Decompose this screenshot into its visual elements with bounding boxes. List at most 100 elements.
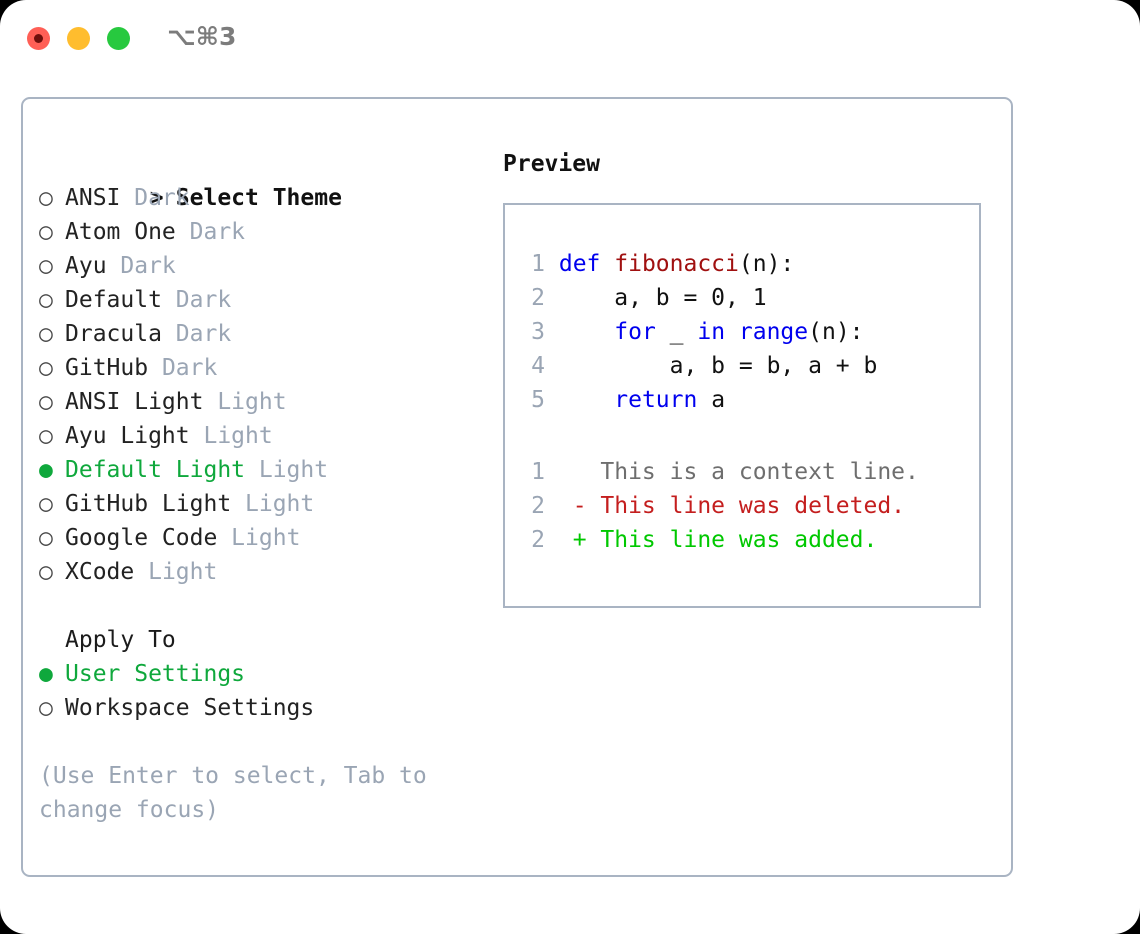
theme-list-item[interactable]: ○ Ayu Light Light xyxy=(39,419,479,453)
page-title: Select Theme xyxy=(175,185,342,211)
line-number: 4 xyxy=(531,353,545,379)
radio-unselected-icon: ○ xyxy=(39,287,53,313)
theme-name: Ayu Light xyxy=(65,423,190,449)
line-number: 5 xyxy=(531,387,545,413)
radio-unselected-icon: ○ xyxy=(39,185,53,211)
theme-category: Light xyxy=(231,491,315,517)
theme-category: Dark xyxy=(148,355,218,381)
theme-list-item[interactable]: ○ Atom One Dark xyxy=(39,215,479,249)
code-token xyxy=(559,387,614,413)
diff-text: - This line was deleted. xyxy=(545,493,906,519)
theme-name: XCode xyxy=(65,559,135,585)
code-line: 3 for _ in range(n): xyxy=(517,315,967,349)
line-number: 2 xyxy=(531,527,545,553)
diff-text: This is a context line. xyxy=(545,459,919,485)
theme-list-header: >Select Theme xyxy=(39,147,479,211)
code-token: (n): xyxy=(808,319,864,345)
theme-list[interactable]: ○ ANSI Dark ○ Atom One Dark ○ Ayu Dark ○ Defaul… xyxy=(39,181,479,589)
apply-to-label: Workspace Settings xyxy=(65,695,315,721)
code-token xyxy=(559,319,614,345)
diff-line: 2 + This line was added. xyxy=(517,523,967,557)
apply-to-options[interactable]: ●User Settings ○ Workspace Settings xyxy=(39,657,479,725)
theme-list-item[interactable]: ○GitHub Light Light xyxy=(39,487,479,521)
diff-line: 2 - This line was deleted. xyxy=(517,489,967,523)
theme-category: Light xyxy=(189,423,273,449)
diff-line: 1 This is a context line. xyxy=(517,455,967,489)
radio-unselected-icon: ○ xyxy=(39,219,53,245)
apply-to-title: Apply To xyxy=(65,627,176,653)
theme-category: Dark xyxy=(161,287,232,313)
code-token: in range xyxy=(697,319,809,345)
theme-name: Google Code xyxy=(65,525,218,551)
apply-to-label: User Settings xyxy=(65,661,246,687)
code-token: a, b = b, a + b xyxy=(558,353,878,379)
apply-to-option[interactable]: ●User Settings xyxy=(39,657,479,691)
zoom-button[interactable] xyxy=(107,27,130,50)
radio-unselected-icon: ○ xyxy=(39,491,53,517)
diff-text: + This line was added. xyxy=(545,527,878,553)
radio-unselected-icon: ○ xyxy=(39,321,53,347)
code-line: 2 a, b = 0, 1 xyxy=(517,281,967,315)
theme-name: Dracula xyxy=(65,321,162,347)
theme-selector-panel: >Select Theme ○ ANSI Dark ○ Atom One Dark ○ A… xyxy=(21,97,1013,877)
line-number: 1 xyxy=(531,459,545,485)
line-number: 2 xyxy=(531,493,545,519)
apply-to-option[interactable]: ○ Workspace Settings xyxy=(39,691,479,725)
minimize-button[interactable] xyxy=(67,27,90,50)
theme-name: Default Light xyxy=(65,457,246,483)
code-line: 1 def fibonacci(n): xyxy=(517,247,967,281)
radio-unselected-icon: ○ xyxy=(39,559,53,585)
theme-list-item[interactable]: ○ Default Dark xyxy=(39,283,479,317)
theme-list-item[interactable]: ○ ANSI Light Light xyxy=(39,385,479,419)
code-token: fibonacci xyxy=(614,251,739,277)
theme-category: Light xyxy=(217,525,301,551)
code-token: (n): xyxy=(738,251,795,277)
code-token: def xyxy=(558,251,615,277)
theme-category: Light xyxy=(245,457,329,483)
code-token: a, b = 0, 1 xyxy=(558,285,767,311)
theme-category: Dark xyxy=(106,253,176,279)
code-token: for xyxy=(614,319,656,345)
theme-list-item[interactable]: ○ Google Code Light xyxy=(39,521,479,555)
preview-title: Preview xyxy=(503,151,600,177)
line-number: 2 xyxy=(531,285,545,311)
line-number: 3 xyxy=(531,319,545,345)
theme-name: GitHub xyxy=(65,355,149,381)
line-number: 1 xyxy=(531,251,545,277)
code-line: 4 a, b = b, a + b xyxy=(517,349,967,383)
radio-unselected-icon: ○ xyxy=(39,355,53,381)
theme-name: ANSI xyxy=(65,185,121,211)
radio-unselected-icon: ○ xyxy=(39,525,53,551)
theme-list-item[interactable]: ● Default Light Light xyxy=(39,453,479,487)
theme-list-item[interactable]: ○ANSI Dark xyxy=(39,181,479,215)
theme-list-item[interactable]: ○ GitHub Dark xyxy=(39,351,479,385)
theme-name: ANSI Light xyxy=(65,389,204,415)
title-bar: ⌥⌘3 xyxy=(0,0,1140,76)
theme-list-item[interactable]: ○Dracula Dark xyxy=(39,317,479,351)
theme-category: Light xyxy=(203,389,287,415)
theme-name: Ayu xyxy=(65,253,107,279)
code-token: _ xyxy=(655,319,698,345)
theme-category: Dark xyxy=(175,219,246,245)
close-button[interactable] xyxy=(27,27,50,50)
theme-name: Atom One xyxy=(65,219,176,245)
radio-unselected-icon: ○ xyxy=(39,423,53,449)
list-spacer xyxy=(39,589,479,623)
radio-unselected-icon: ○ xyxy=(39,695,53,721)
radio-unselected-icon: ○ xyxy=(39,253,53,279)
theme-list-item[interactable]: ○ Ayu Dark xyxy=(39,249,479,283)
keyboard-hint: (Use Enter to select, Tab to change focu… xyxy=(39,763,427,823)
radio-selected-icon: ● xyxy=(39,457,53,483)
theme-name: Default xyxy=(65,287,162,313)
radio-unselected-icon: ○ xyxy=(39,389,53,415)
code-token: return xyxy=(614,387,698,413)
preview-column: Preview 1 def fibonacci(n):2 a, b = 0, 1… xyxy=(503,147,993,608)
code-token: a xyxy=(697,387,726,413)
theme-category: Light xyxy=(134,559,218,585)
theme-list-column: >Select Theme ○ ANSI Dark ○ Atom One Dark ○ A… xyxy=(39,147,479,827)
theme-list-item[interactable]: ○ XCode Light xyxy=(39,555,479,589)
code-line: 5 return a xyxy=(517,383,967,417)
